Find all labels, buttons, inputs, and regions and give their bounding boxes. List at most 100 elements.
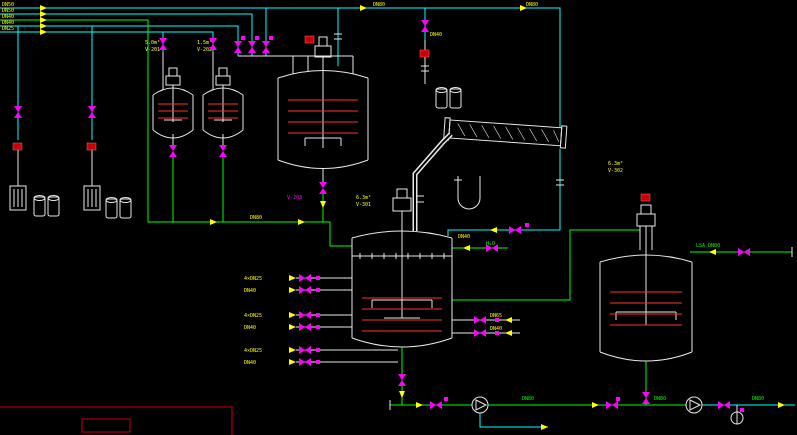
valve-icon [299, 311, 311, 319]
feed-label: 4×DN25 [244, 348, 262, 354]
arrow-right-icon [40, 23, 47, 29]
instrument-square-icon [316, 288, 320, 292]
u-seal-trap [454, 176, 481, 210]
arrow-right-icon [289, 312, 296, 318]
pump-icon [685, 396, 703, 414]
arrow-right-icon [210, 219, 217, 225]
valve-icon [421, 20, 429, 32]
line-label: DN50 [2, 8, 14, 14]
pipe-size-label: DN80 [522, 396, 534, 402]
stream-label: H₂O [486, 241, 495, 247]
arrow-down-icon [399, 391, 405, 398]
filter-can-icon [83, 185, 101, 211]
valve-icon [299, 274, 311, 282]
vessel-tag: V-202 [197, 47, 212, 53]
line-label: DN25 [2, 26, 14, 32]
arrow-right-icon [289, 347, 296, 353]
valve-icon [262, 41, 270, 53]
pipe-size-label: DN80 [250, 215, 262, 221]
instrument-box-icon [12, 142, 23, 151]
vessel-capacity: 6.3m³ [608, 161, 623, 167]
instrument-box-icon [419, 49, 430, 58]
feed-rows: 4×DN25 DN40 4×DN25 DN40 4×DN25 DN40 [244, 276, 398, 366]
valve-icon [14, 106, 22, 118]
feed-label: 4×DN25 [244, 313, 262, 319]
feed-label: DN40 [244, 360, 256, 366]
sight-glass [730, 411, 744, 425]
piping-cyan [0, 7, 795, 428]
instrument-square-icon [316, 325, 320, 329]
flange-ticks [334, 33, 564, 203]
instrument-square-icon [525, 223, 529, 227]
arrow-right-icon [40, 29, 47, 35]
line-label: DN50 [2, 2, 14, 8]
instrument-square-icon [740, 408, 744, 412]
pipe-labels: DN50 DN50 DN40 DN40 DN25 DN80 DN80 DN80 … [2, 2, 764, 402]
pipe-size-label: DN80 [752, 396, 764, 402]
pipe-size-label: DN40 [458, 234, 470, 240]
instrument-square-icon [316, 348, 320, 352]
pipe-size-label: DN80 [526, 2, 538, 8]
valve-icon [299, 323, 311, 331]
arrow-right-icon [289, 324, 296, 330]
valve-icon [606, 401, 618, 409]
vessel-v203: V-203 [277, 36, 369, 201]
line-label: DN40 [2, 14, 14, 20]
arrow-right-icon [298, 219, 305, 225]
valve-icon [642, 392, 650, 404]
left-feed-station-1 [9, 142, 60, 217]
valve-icon [718, 401, 730, 409]
vent-stack [419, 49, 462, 109]
pipe-size-label: LSA DN80 [696, 243, 720, 249]
piping-white [17, 40, 793, 412]
feed-label: DN40 [244, 325, 256, 331]
valve-icon [219, 145, 227, 157]
feed-label: DN40 [244, 288, 256, 294]
vessel-tag: V-201 [145, 47, 160, 53]
valve-icon [159, 38, 167, 50]
arrow-left-icon [505, 330, 512, 336]
feed-label: 4×DN25 [244, 276, 262, 282]
arrow-right-icon [416, 402, 423, 408]
valve-icon [169, 145, 177, 157]
drum-pair-icon [105, 197, 132, 219]
valve-icon [509, 226, 521, 234]
vessel-capacity: 6.3m³ [356, 195, 371, 201]
valve-icon [299, 286, 311, 294]
valve-icon [299, 346, 311, 354]
title-block [0, 406, 233, 435]
arrow-right-icon [360, 5, 367, 11]
valve-icon [738, 248, 750, 256]
arrow-right-icon [778, 402, 785, 408]
instrument-box-icon [304, 35, 315, 44]
valve-icon [248, 41, 256, 53]
instrument-square-icon [316, 360, 320, 364]
arrow-right-icon [289, 287, 296, 293]
arrow-left-icon [505, 317, 512, 323]
arrow-right-icon [541, 424, 548, 430]
arrow-left-icon [490, 227, 497, 233]
instrument-square-icon [269, 36, 273, 40]
instrument-square-icon [616, 397, 620, 401]
arrow-left-icon [463, 245, 470, 251]
valve-icon [398, 374, 406, 386]
instrument-box-icon [640, 193, 651, 202]
vessel-tag: V-302 [608, 168, 623, 174]
instrument-square-icon [255, 36, 259, 40]
arrow-down-icon [320, 201, 326, 208]
valve-icon [299, 358, 311, 366]
condenser [443, 117, 568, 149]
arrow-right-icon [40, 5, 47, 11]
line-label: DN40 [2, 20, 14, 26]
arrow-right-icon [40, 17, 47, 23]
vessel-tag: V-203 [287, 195, 302, 201]
arrow-right-icon [289, 275, 296, 281]
valve-icon [430, 401, 442, 409]
vapor-pipe-elbow [412, 132, 453, 231]
instrument-square-icon [444, 397, 448, 401]
valve-icon [474, 316, 486, 324]
pipe-size-label: DN40 [490, 326, 502, 332]
valve-icon [319, 182, 327, 194]
vessel-v302: 6.3m³ V-302 [599, 161, 693, 362]
